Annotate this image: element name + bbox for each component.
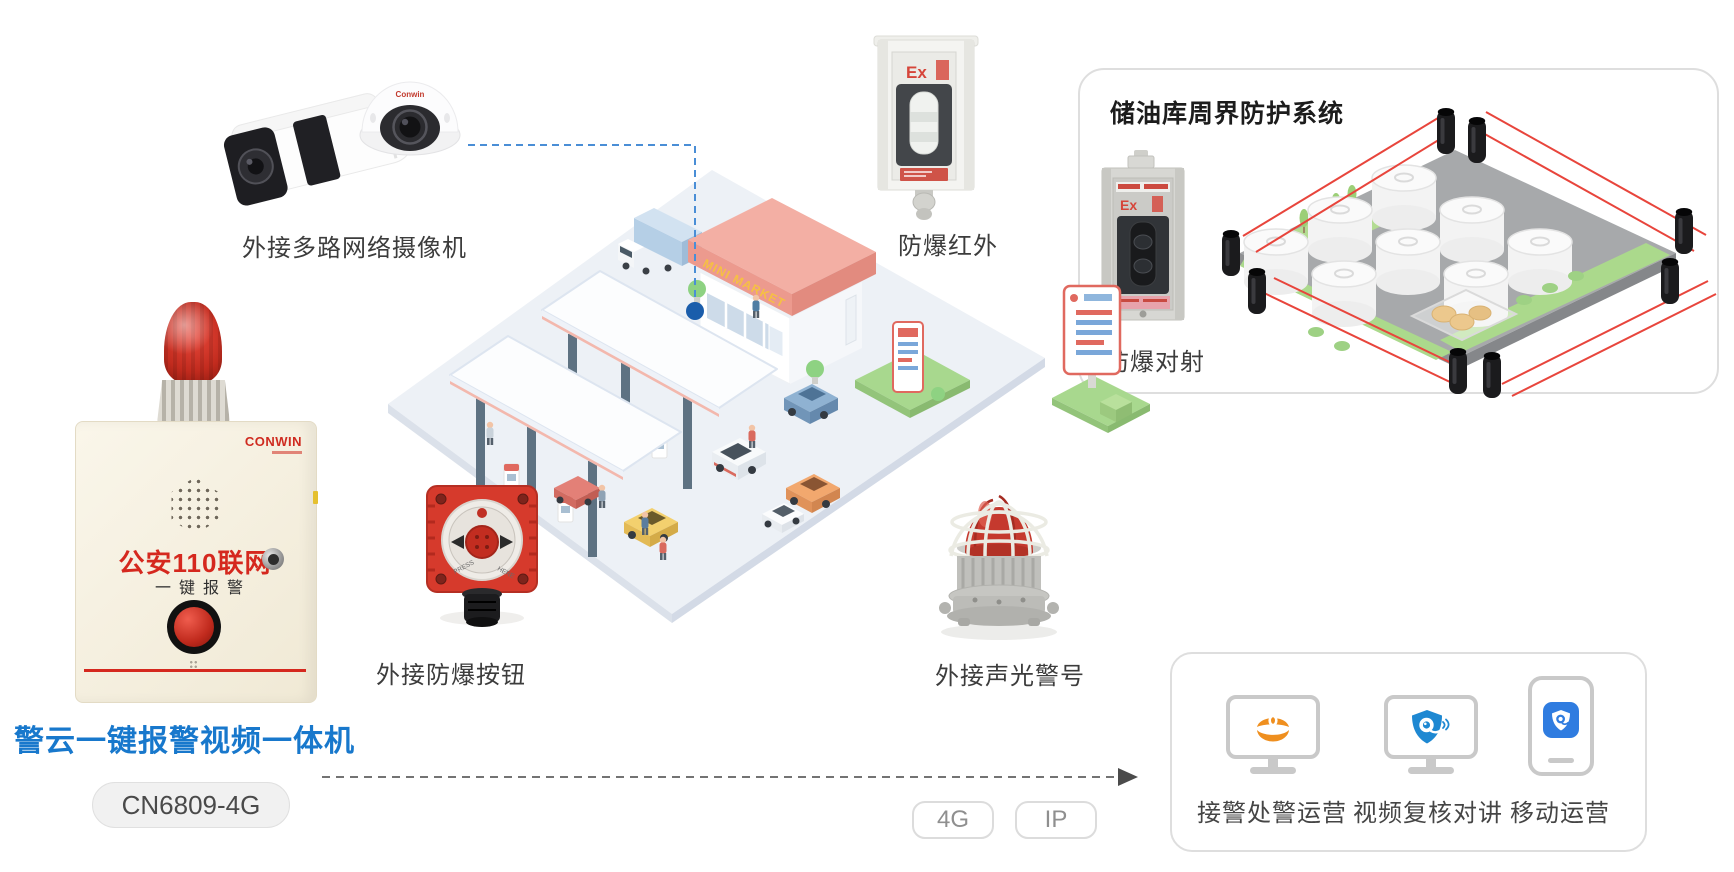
host-line2: 一键报警 — [154, 580, 251, 597]
infrared-ex-mark: Ex — [906, 63, 927, 82]
host-red-stripe — [84, 669, 306, 672]
beam-detector-device: Ex — [1101, 150, 1185, 321]
product-title: 警云一键报警视频一体机 — [14, 725, 355, 758]
camera-label: 外接多路网络摄像机 — [242, 235, 467, 262]
alarm-host-device — [75, 421, 317, 703]
host-panic-button — [167, 600, 221, 654]
mini-market-building: MINI MARKET — [688, 198, 876, 385]
van-white — [712, 438, 766, 480]
explosion-proof-infrared-device: Ex — [873, 35, 979, 220]
host-beacon-collar — [157, 380, 230, 423]
network-pill-ip: IP — [1015, 801, 1097, 839]
dome-camera: Conwin — [359, 81, 461, 156]
car-blue — [784, 384, 838, 424]
flow-arrow-head — [1118, 768, 1138, 786]
service-monitor-video — [1384, 695, 1478, 759]
car-orange — [786, 474, 840, 513]
host-brand-logo: CONWIN — [226, 434, 302, 454]
mobile-app-icon — [1543, 702, 1579, 738]
car-white — [762, 503, 804, 533]
host-keyhole — [262, 548, 284, 570]
canopy-front — [449, 335, 682, 557]
service-label-video: 视频复核对讲 — [1353, 800, 1503, 827]
network-pill-4g: 4G — [912, 801, 994, 839]
tank-farm-illustration — [1222, 108, 1717, 398]
host-side-tab — [313, 491, 318, 504]
infrared-label: 防爆红外 — [898, 233, 998, 260]
shield-cloud-icon — [1412, 710, 1450, 744]
station-totem — [1052, 284, 1150, 433]
explosion-proof-button-device: PRESS HERE — [426, 485, 538, 627]
service-phone-mobile — [1528, 676, 1594, 776]
host-mic-holes — [189, 660, 198, 669]
button-label: 外接防爆按钮 — [376, 662, 526, 689]
beam-ex-mark: Ex — [1120, 197, 1137, 213]
host-line1: 公安110联网 — [118, 548, 272, 578]
service-monitor-dispatch — [1226, 695, 1320, 759]
phone-home-dash — [1548, 758, 1574, 763]
police-hat-icon — [1257, 714, 1289, 742]
service-label-mobile: 移动运营 — [1510, 800, 1610, 827]
gas-station-illustration: MINI MARKET — [388, 170, 1150, 623]
host-beacon-light — [164, 302, 222, 384]
price-sign — [855, 321, 970, 418]
network-cameras-illustration: Conwin — [223, 81, 461, 206]
perimeter-panel-title: 储油库周界防护系统 — [1110, 100, 1345, 128]
camera-brand-text: Conwin — [396, 90, 425, 99]
car-red — [554, 476, 600, 509]
model-badge: CN6809-4G — [92, 782, 290, 828]
ir-beam-lines — [1242, 111, 1717, 397]
siren-beacon-device — [939, 494, 1059, 640]
service-label-dispatch: 接警处警运营 — [1197, 800, 1347, 827]
beam-label: 防爆对射 — [1105, 349, 1205, 376]
siren-label: 外接声光警号 — [935, 663, 1085, 690]
